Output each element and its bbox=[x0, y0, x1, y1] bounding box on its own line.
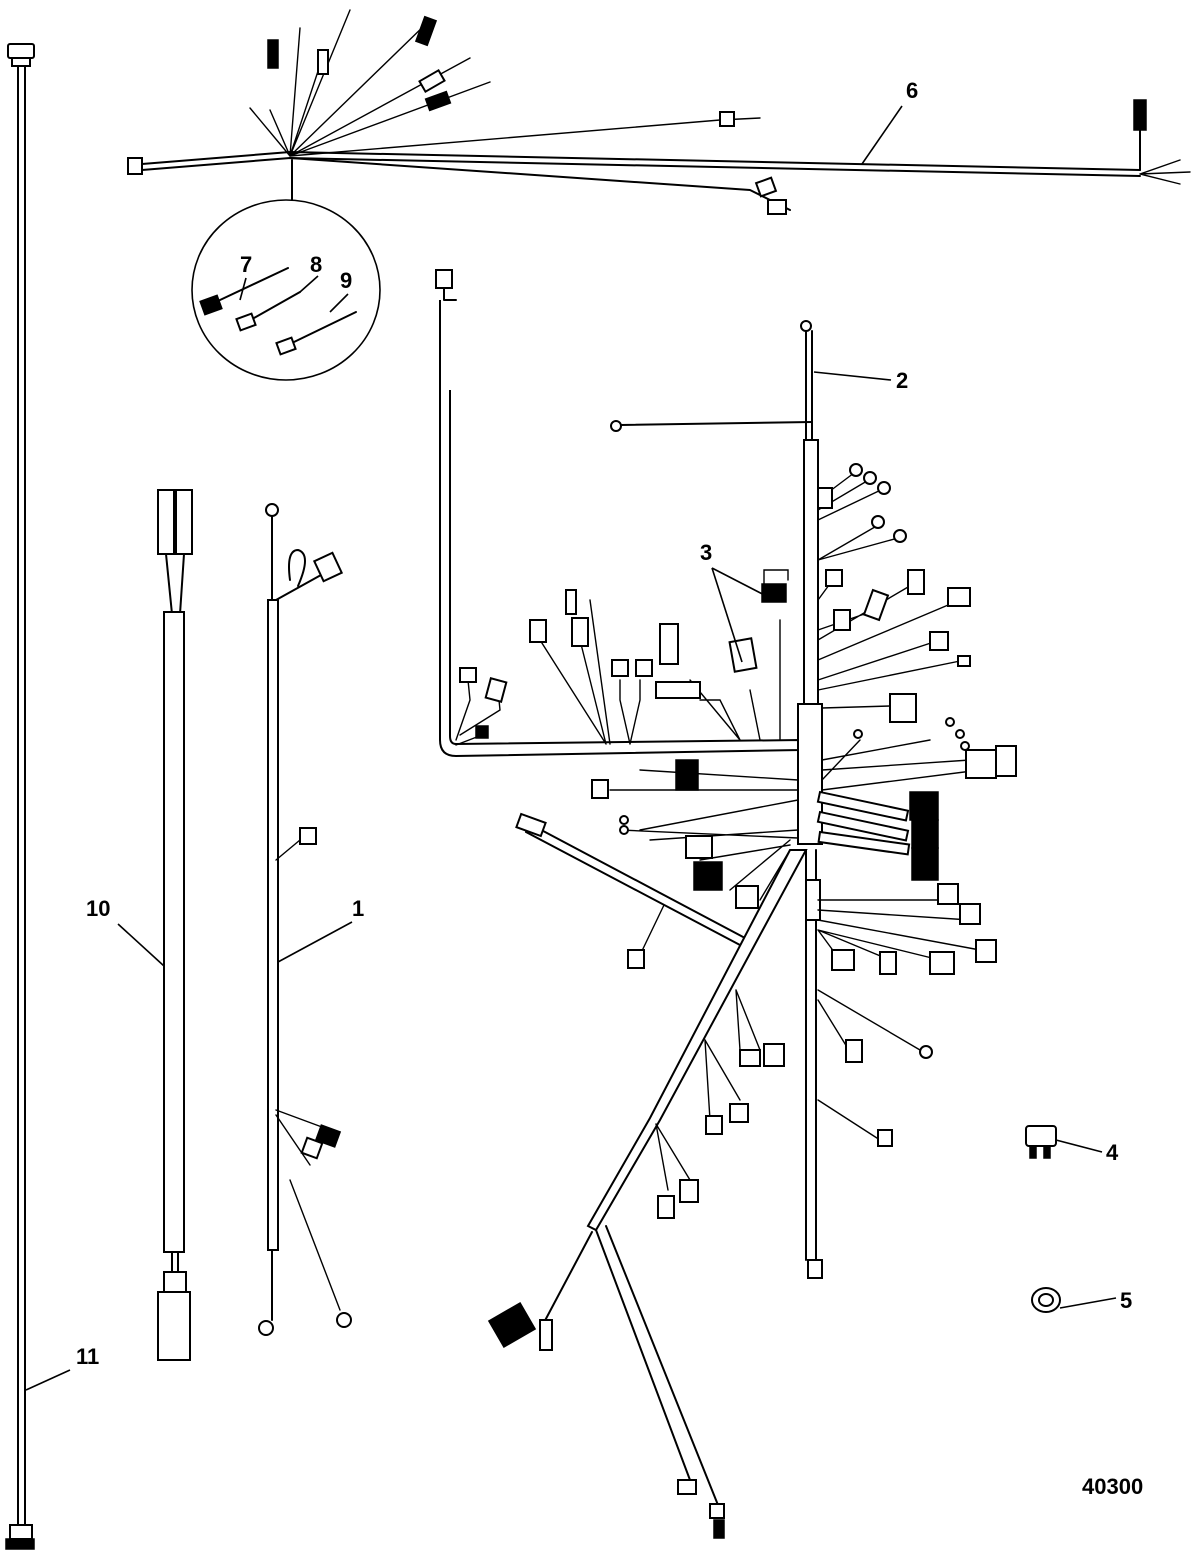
harness-main-engine[interactable] bbox=[435, 269, 1017, 1539]
callout-11: 11 bbox=[76, 1344, 100, 1369]
callout-4: 4 bbox=[1106, 1140, 1119, 1165]
nut-item-5[interactable] bbox=[1031, 1287, 1061, 1313]
callout-leader-lines bbox=[25, 105, 1117, 1391]
callout-8: 8 bbox=[310, 252, 323, 277]
harness-item-6[interactable] bbox=[127, 9, 1191, 215]
callout-10: 10 bbox=[86, 896, 111, 921]
harness-item-1[interactable] bbox=[258, 503, 352, 1336]
figure-number: 40300 bbox=[1082, 1474, 1144, 1499]
harness-item-10[interactable] bbox=[157, 489, 193, 1361]
callout-2: 2 bbox=[896, 368, 909, 393]
harness-item-11[interactable] bbox=[5, 43, 35, 1550]
callout-1: 1 bbox=[352, 896, 365, 921]
callout-6: 6 bbox=[906, 78, 919, 103]
callout-9: 9 bbox=[340, 268, 353, 293]
callout-5: 5 bbox=[1120, 1288, 1133, 1313]
fuse-item-4[interactable] bbox=[1025, 1125, 1057, 1159]
inset-detail-7-8-9 bbox=[191, 199, 381, 381]
callout-3: 3 bbox=[700, 540, 713, 565]
callout-7: 7 bbox=[240, 252, 253, 277]
